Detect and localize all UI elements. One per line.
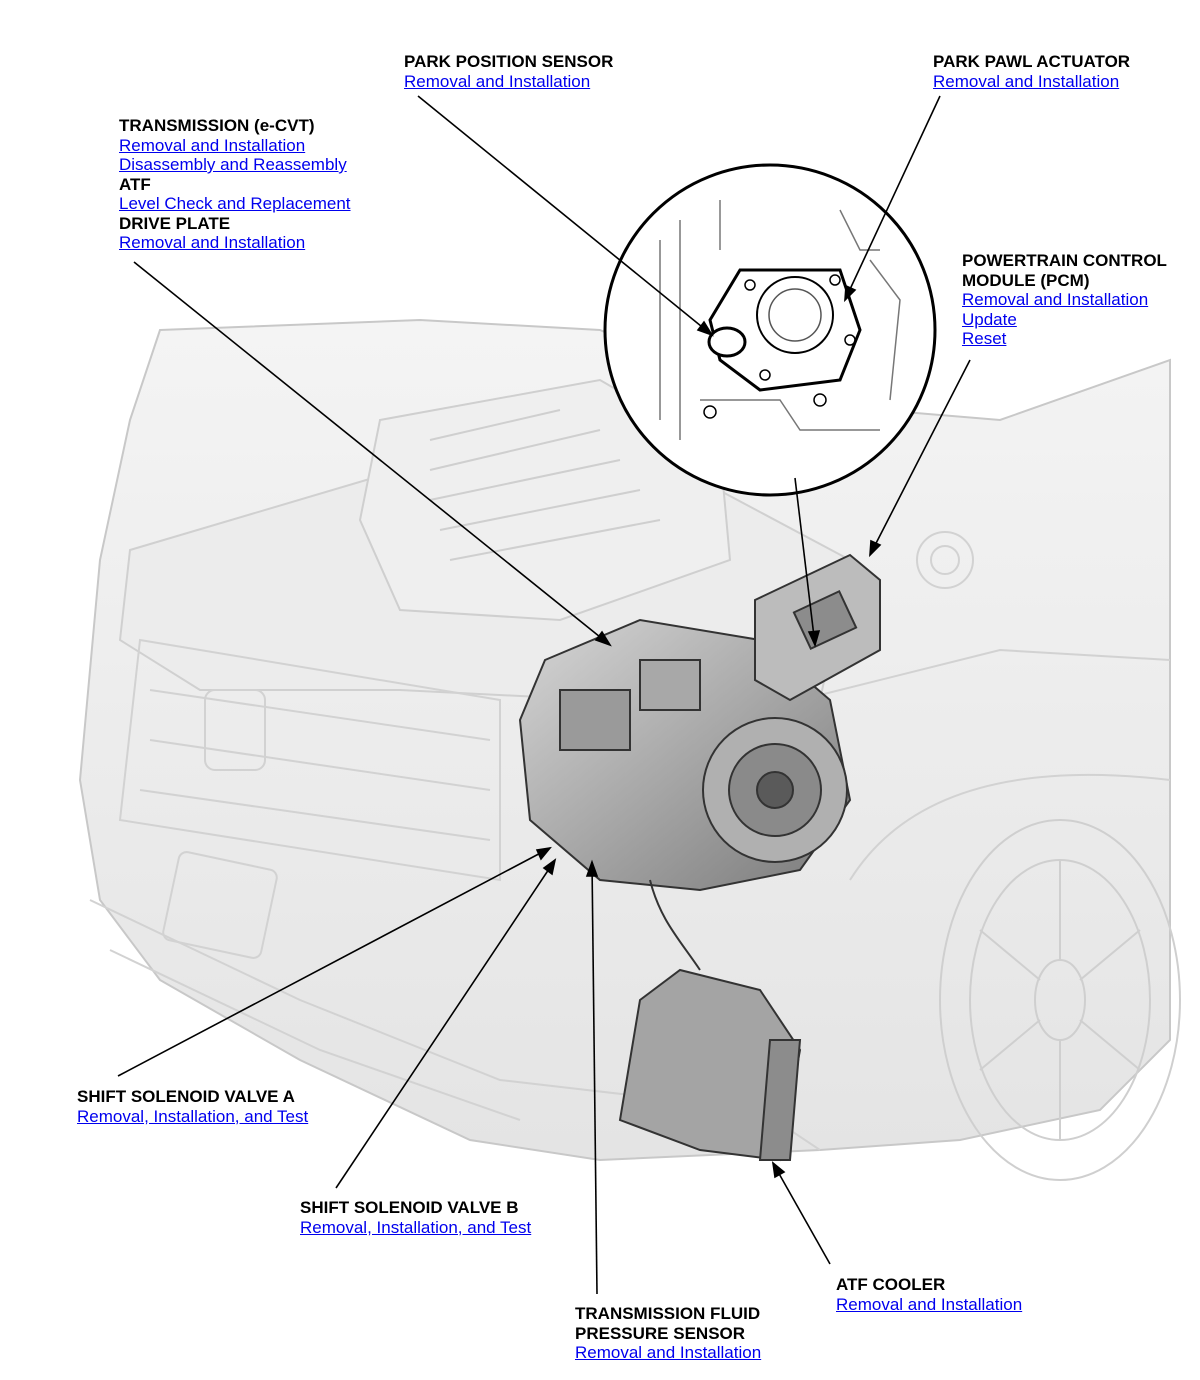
atf-cooler-title: ATF COOLER	[836, 1275, 946, 1294]
callout-atf-cooler: ATF COOLER Removal and Installation	[836, 1275, 1022, 1314]
atf-level-check-link[interactable]: Level Check and Replacement	[119, 194, 351, 213]
drive-plate-title: DRIVE PLATE	[119, 213, 231, 233]
leader-transmission	[133, 261, 611, 646]
engine-cover	[358, 378, 732, 622]
pcm-title-line1: POWERTRAIN CONTROL	[962, 251, 1167, 270]
tfp-sensor-title-line1: TRANSMISSION FLUID	[575, 1304, 761, 1323]
leader-park-pawl-actuator	[844, 95, 941, 301]
leader-lines	[117, 95, 971, 1295]
callout-transmission: TRANSMISSION (e-CVT) Removal and Install…	[119, 116, 351, 253]
transmission-removal-link[interactable]: Removal and Installation	[119, 135, 306, 155]
callout-park-pawl-actuator: PARK PAWL ACTUATOR Removal and Installat…	[933, 52, 1130, 91]
tfp-sensor-removal-link[interactable]: Removal and Installation	[575, 1343, 762, 1362]
leader-magnifier	[794, 477, 816, 646]
fender-panel	[799, 531, 1171, 881]
leader-pcm	[869, 359, 971, 556]
pcm-title-line2: MODULE (PCM)	[962, 270, 1090, 290]
atf-title: ATF	[119, 174, 151, 194]
shift-solenoid-a-title: SHIFT SOLENOID VALVE A	[77, 1087, 295, 1106]
park-position-sensor-title: PARK POSITION SENSOR	[404, 52, 614, 71]
callout-shift-solenoid-b: SHIFT SOLENOID VALVE B Removal, Installa…	[300, 1198, 531, 1237]
pcm-reset-link[interactable]: Reset	[962, 329, 1007, 348]
park-pawl-actuator-title: PARK PAWL ACTUATOR	[933, 52, 1131, 71]
leader-tfp-sensor	[591, 861, 598, 1295]
atf-cooler-component	[618, 879, 802, 1162]
grille	[118, 638, 501, 882]
leader-park-position-sensor	[417, 95, 713, 336]
callout-pcm: POWERTRAIN CONTROL MODULE (PCM) Removal …	[962, 251, 1167, 349]
transmission-disassembly-link[interactable]: Disassembly and Reassembly	[119, 155, 347, 174]
tfp-sensor-title-line2: PRESSURE SENSOR	[575, 1323, 746, 1343]
drive-plate-removal-link[interactable]: Removal and Installation	[119, 233, 306, 252]
leader-shift-solenoid-b	[335, 859, 556, 1189]
callout-shift-solenoid-a: SHIFT SOLENOID VALVE A Removal, Installa…	[77, 1087, 308, 1126]
park-pawl-actuator-removal-link[interactable]: Removal and Installation	[933, 71, 1120, 91]
atf-cooler-removal-link[interactable]: Removal and Installation	[836, 1294, 1023, 1314]
pcm-removal-link[interactable]: Removal and Installation	[962, 290, 1149, 309]
leader-shift-solenoid-a	[117, 847, 551, 1077]
front-wheel	[939, 819, 1181, 1181]
shift-solenoid-b-link[interactable]: Removal, Installation, and Test	[300, 1217, 532, 1237]
shift-solenoid-a-link[interactable]: Removal, Installation, and Test	[77, 1106, 309, 1126]
transmission-title: TRANSMISSION (e-CVT)	[119, 116, 315, 135]
callout-park-position-sensor: PARK POSITION SENSOR Removal and Install…	[404, 52, 613, 91]
park-position-sensor-removal-link[interactable]: Removal and Installation	[404, 71, 591, 91]
leader-atf-cooler	[772, 1162, 831, 1265]
pcm-update-link[interactable]: Update	[962, 309, 1017, 329]
shift-solenoid-b-title: SHIFT SOLENOID VALVE B	[300, 1198, 519, 1217]
callout-tfp-sensor: TRANSMISSION FLUID PRESSURE SENSOR Remov…	[575, 1304, 761, 1363]
detail-magnifier	[603, 163, 937, 497]
